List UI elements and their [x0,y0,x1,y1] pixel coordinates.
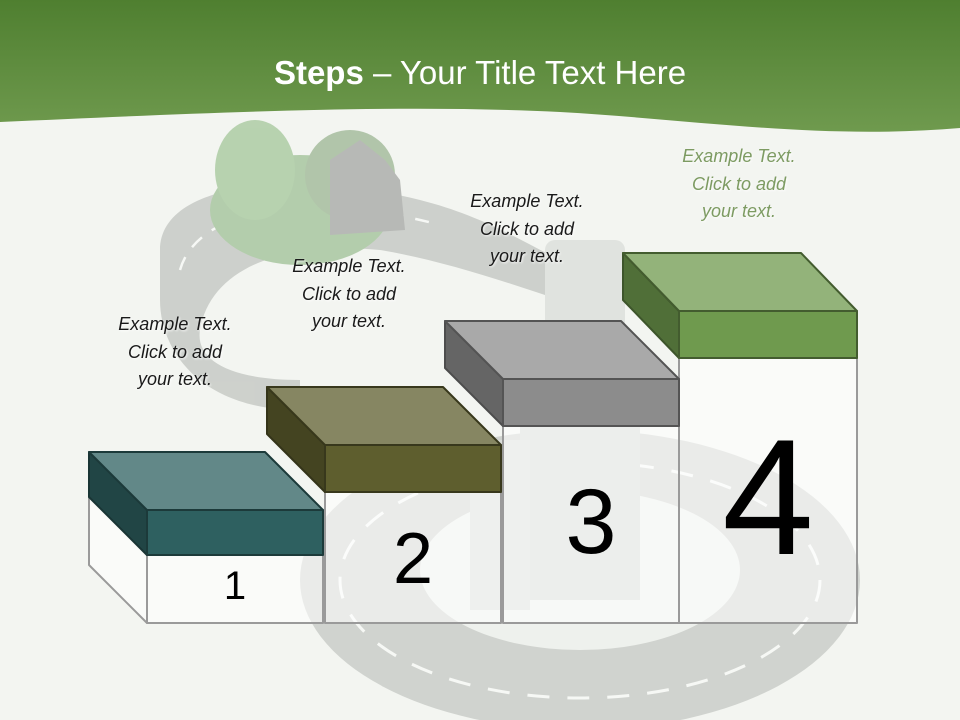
step-4-text-line: Example Text. [682,146,796,166]
step-3-text-line: your text. [489,246,565,266]
steps-diagram [88,252,858,624]
step-3-text[interactable]: Example Text. Click to add your text. [437,188,617,271]
step-4-text-line: your text. [701,201,777,221]
step-4-lid-front [678,310,858,359]
step-4-number: 4 [722,405,814,589]
step-3-text-line: Example Text. [470,191,584,211]
step-1-lid-front [146,509,324,556]
title-rest: – Your Title Text Here [363,54,687,91]
step-2-number: 2 [392,519,434,599]
title-bold: Steps [273,54,364,91]
step-4-text[interactable]: Example Text. Click to add your text. [649,143,829,226]
step-2-text-line: Click to add [301,283,397,304]
step-1-number: 1 [223,564,247,608]
step-3-number: 3 [565,471,617,573]
step-2-lid-front [324,444,502,493]
step-1-text-line: Example Text. [118,314,232,334]
step-2-text[interactable]: Example Text. Click to add your text. [259,253,439,336]
step-3-text-line: Click to add [479,218,575,239]
step-2-text-line: Example Text. [292,256,406,276]
step-1-text-line: your text. [137,369,213,389]
step-1-text-line: Click to add [127,341,223,362]
step-1-text[interactable]: Example Text. Click to add your text. [85,311,265,394]
step-2-text-line: your text. [311,311,387,331]
header-band [0,0,960,132]
step-4-text-line: Click to add [691,173,787,194]
slide-title[interactable]: Steps – Your Title Text Here [0,54,960,92]
step-3-lid-front [502,378,680,427]
